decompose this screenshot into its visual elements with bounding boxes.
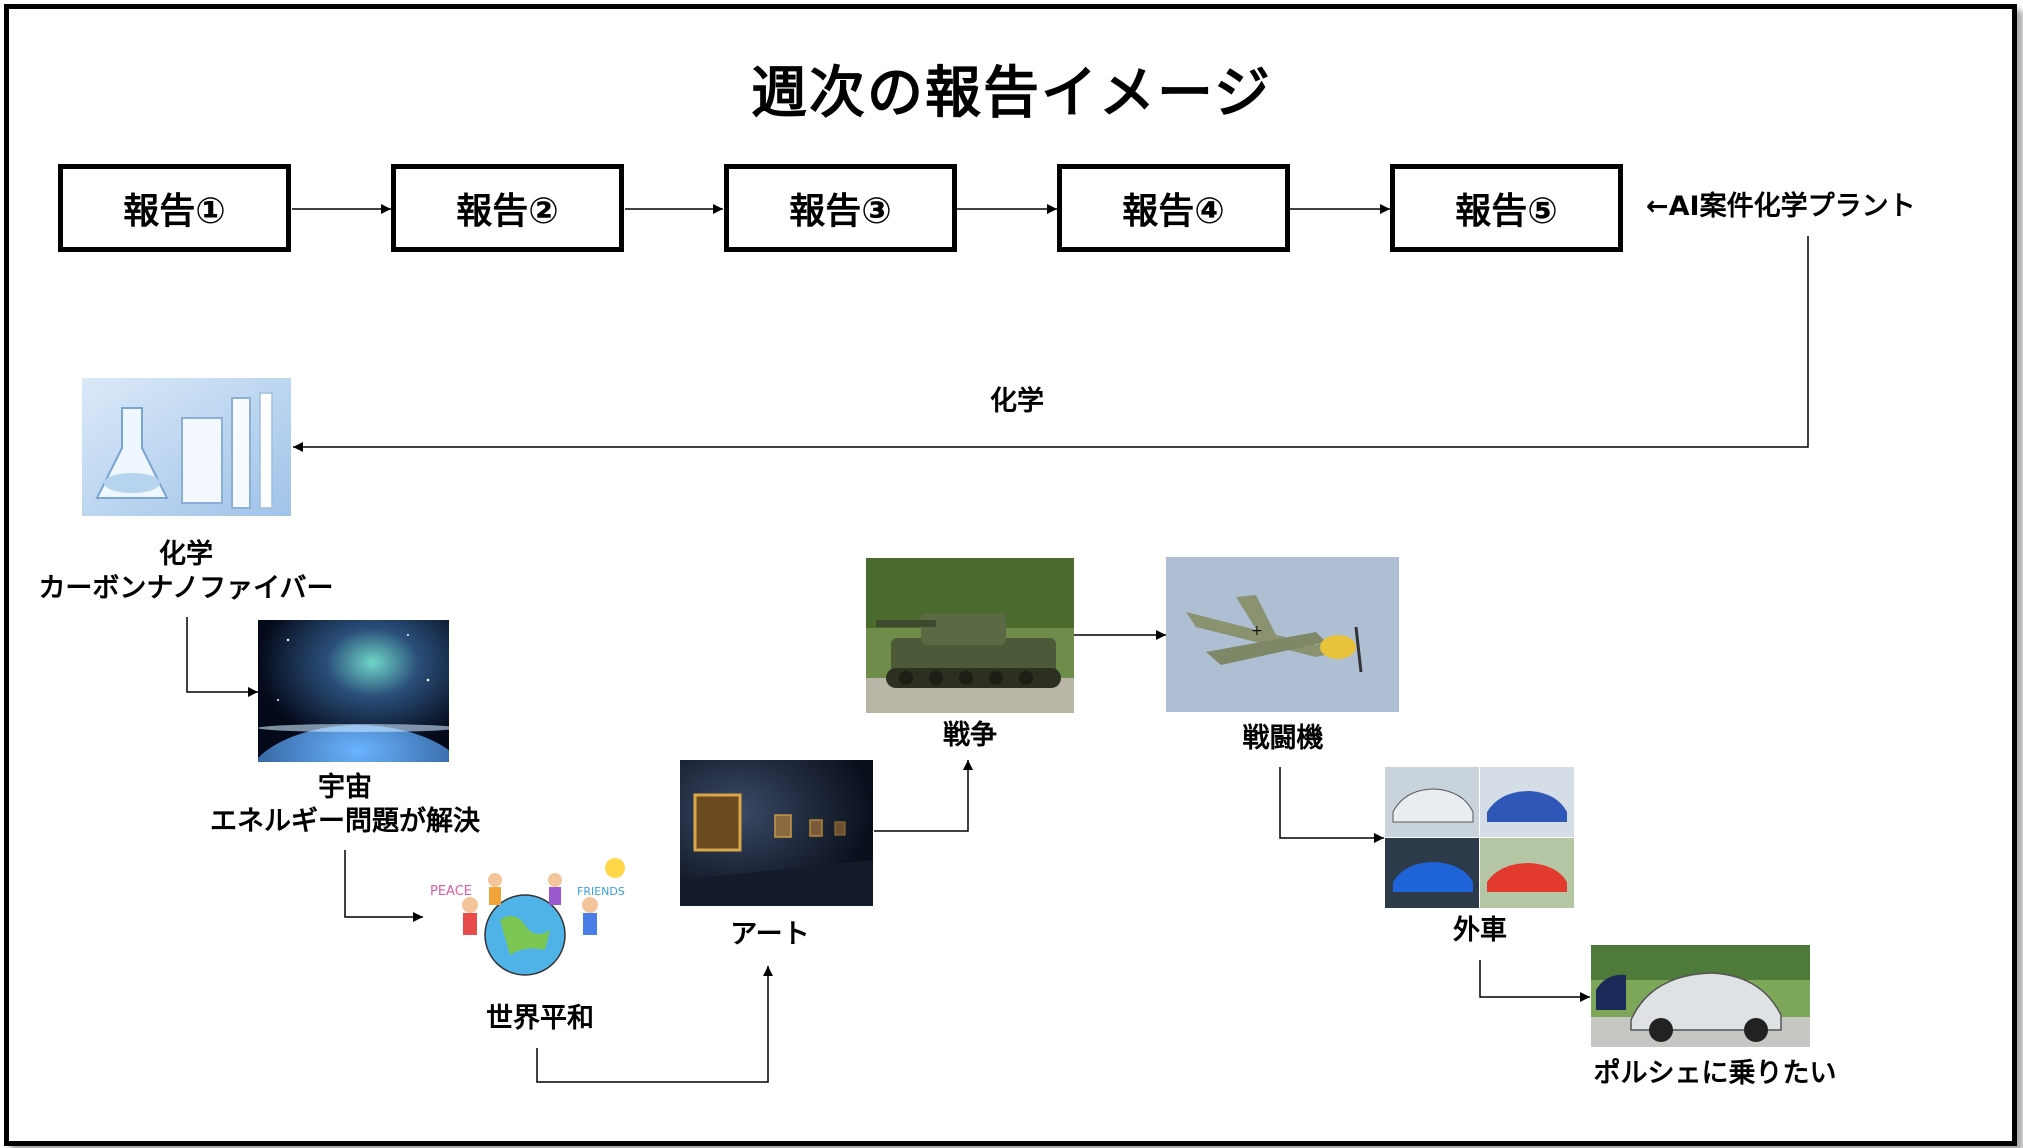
art-photo bbox=[680, 760, 873, 906]
edge-label-chemistry: 化学 bbox=[990, 386, 1044, 417]
report-box-3: 報告③ bbox=[724, 164, 957, 252]
arrow-space-to-peace bbox=[344, 850, 423, 922]
war-photo bbox=[866, 558, 1074, 713]
art-label: アート bbox=[730, 919, 810, 950]
svg-text:+: + bbox=[1251, 623, 1263, 639]
peace-photo: PEACE FRIENDS bbox=[425, 850, 637, 980]
report-box-5: 報告⑤ bbox=[1390, 164, 1623, 252]
report-box-4: 報告④ bbox=[1057, 164, 1290, 252]
space-label: 宇宙 エネルギー問題が解決 bbox=[210, 772, 480, 837]
drawing-text-friends: FRIENDS bbox=[577, 885, 625, 898]
porsche-photo bbox=[1591, 945, 1810, 1047]
arrow-plant-to-chemistry bbox=[293, 236, 1809, 452]
peace-label: 世界平和 bbox=[486, 1003, 594, 1034]
porsche-label: ポルシェに乗りたい bbox=[1593, 1058, 1837, 1089]
arrow-chemistry-to-space bbox=[186, 617, 258, 697]
arrow-art-to-war bbox=[874, 760, 973, 832]
chemistry-photo bbox=[82, 378, 291, 516]
report-box-1: 報告① bbox=[58, 164, 291, 252]
arrow-cars-to-porsche bbox=[1479, 960, 1590, 1002]
arrow-peace-to-art bbox=[536, 966, 773, 1083]
plant-note: ←AI案件化学プラント bbox=[1646, 191, 1916, 222]
cars-photo bbox=[1385, 767, 1574, 908]
report-box-2: 報告② bbox=[391, 164, 624, 252]
war-label: 戦争 bbox=[943, 720, 997, 751]
diagram-title: 週次の報告イメージ bbox=[751, 61, 1272, 126]
space-photo bbox=[258, 620, 449, 762]
fighter-label: 戦闘機 bbox=[1242, 723, 1324, 754]
arrow-fighter-to-cars bbox=[1279, 767, 1384, 843]
cars-label: 外車 bbox=[1453, 915, 1507, 946]
drawing-text-peace: PEACE bbox=[430, 884, 472, 899]
fighter-photo: + bbox=[1166, 557, 1399, 712]
chemistry-label: 化学 カーボンナノファイバー bbox=[38, 539, 334, 604]
